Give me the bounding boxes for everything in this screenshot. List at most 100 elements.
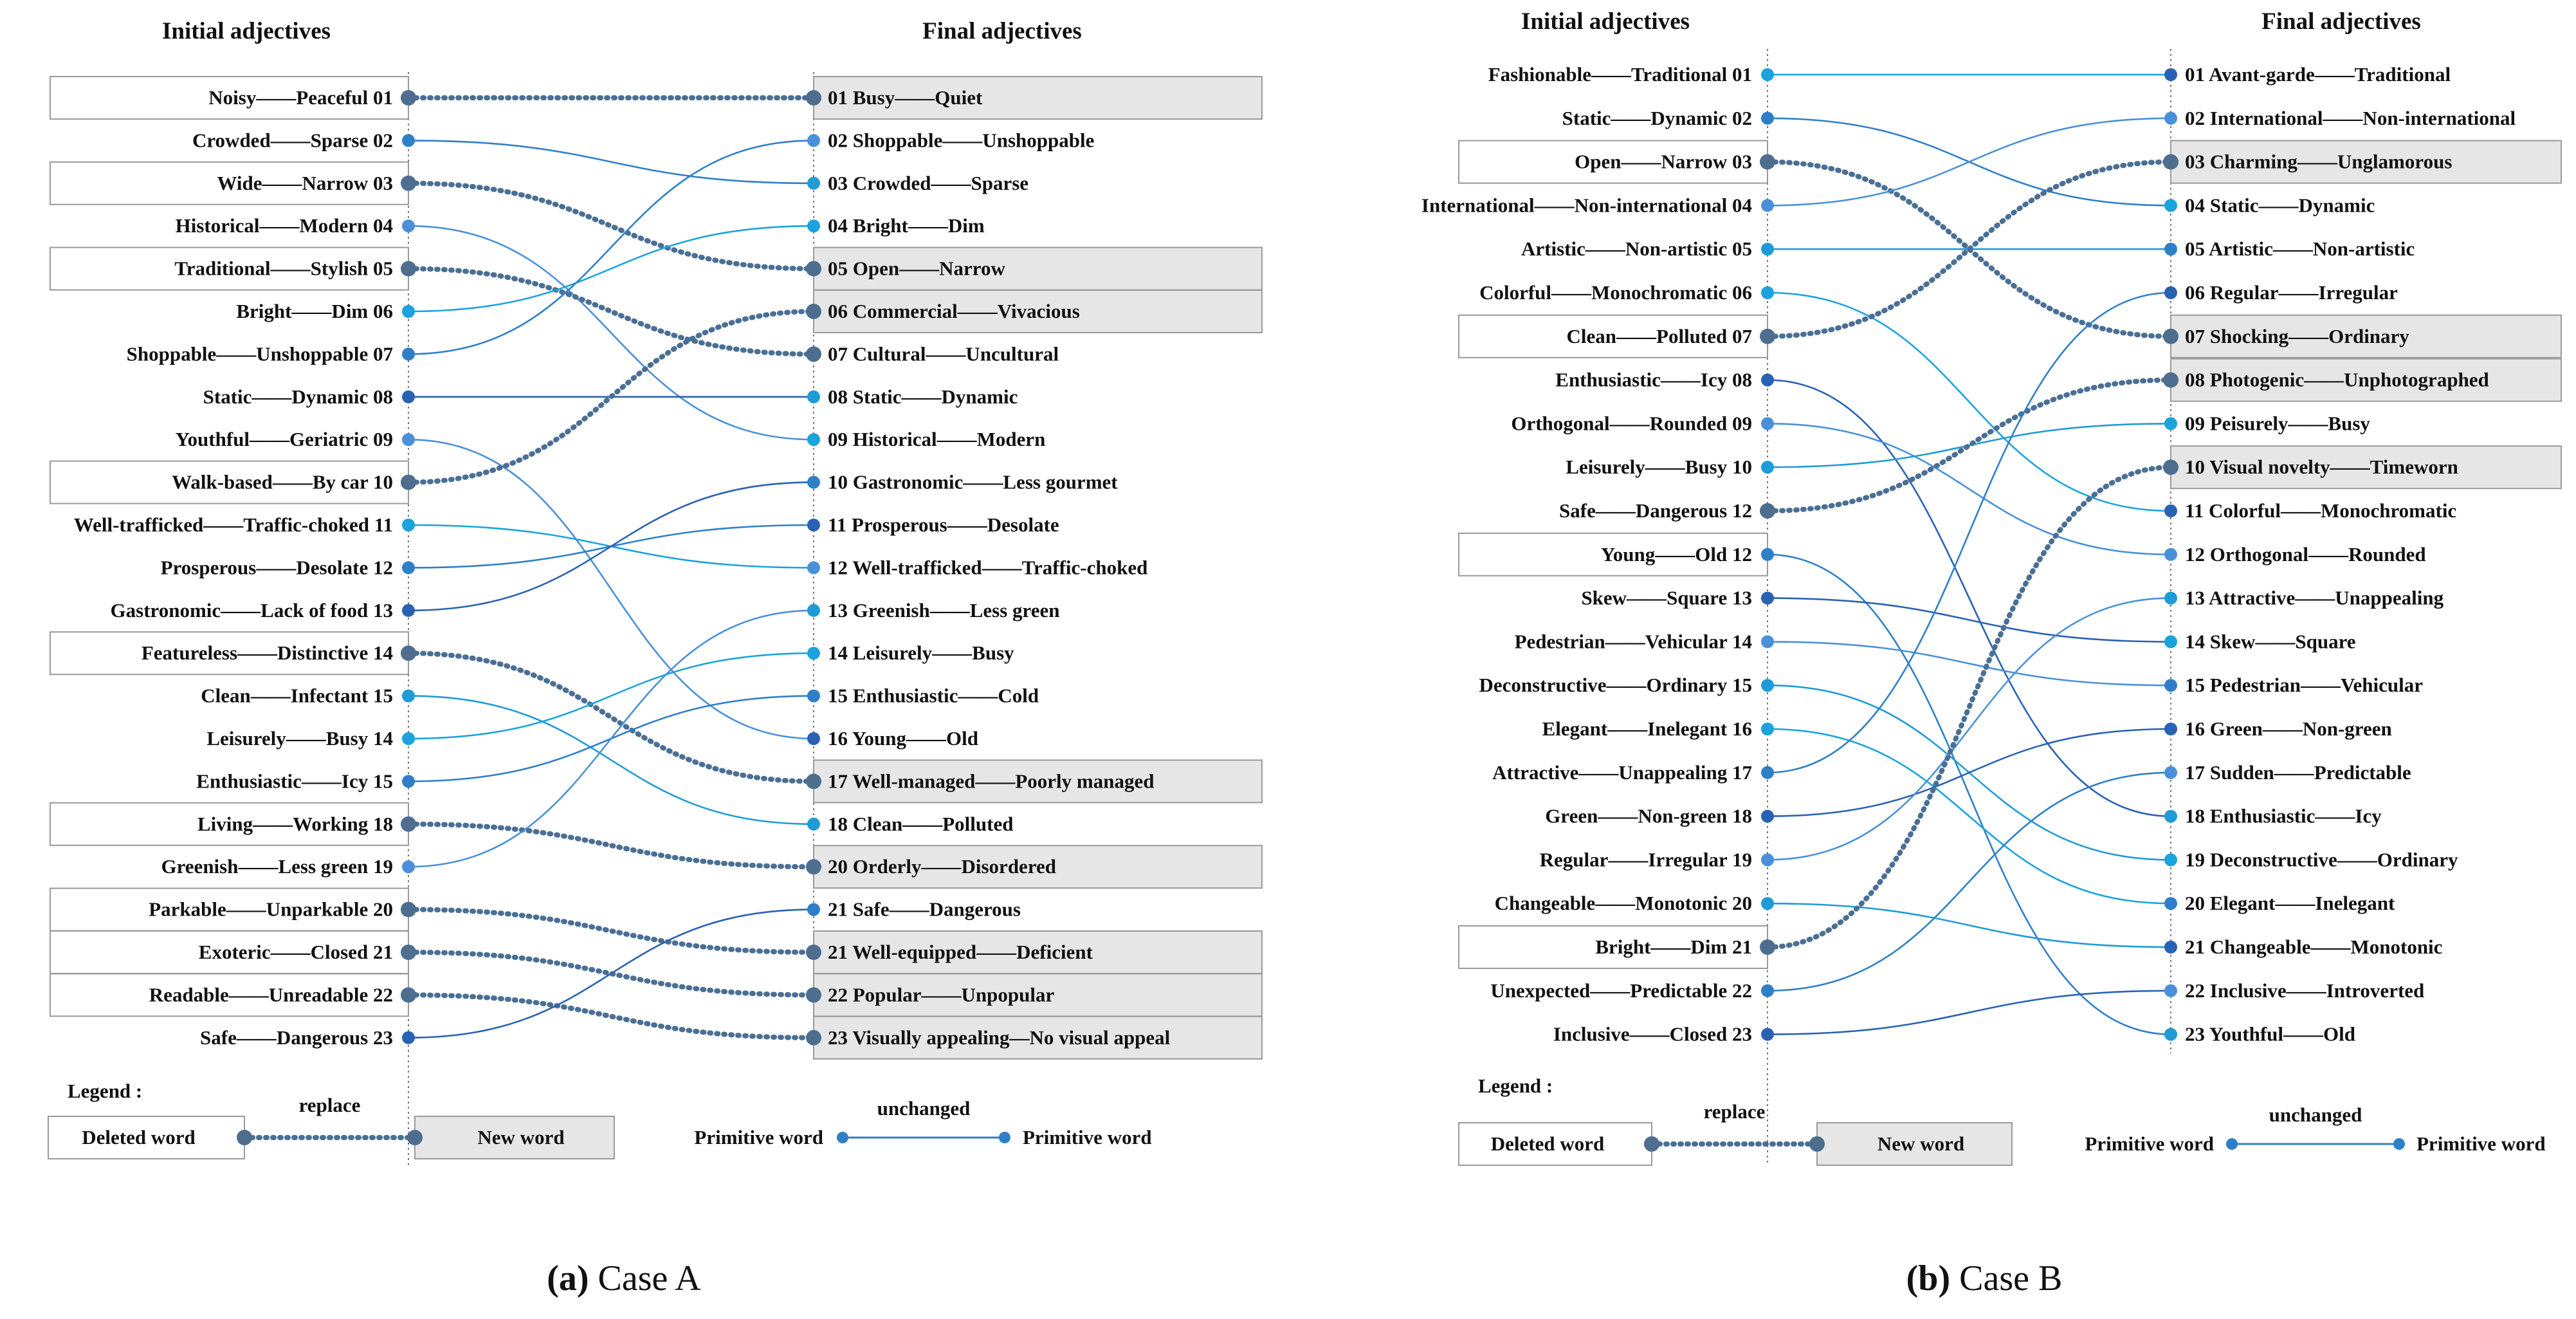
initial-adjective-label: Parkable——Unparkable 20 [149, 898, 393, 921]
replace-link [406, 180, 816, 272]
final-node [2164, 635, 2177, 649]
final-node [807, 689, 820, 703]
final-node [807, 519, 820, 531]
final-adjective-label: 01 Busy——Quiet [828, 86, 983, 109]
final-node [2164, 679, 2177, 692]
final-node [806, 90, 821, 106]
initial-node [1761, 68, 1774, 81]
final-adjective-label: 08 Photogenic——Unphotographed [2185, 369, 2489, 391]
unchanged-link [1767, 423, 2171, 556]
final-node [2164, 853, 2177, 867]
unchanged-link [408, 225, 814, 313]
final-adjective-label: 23 Visually appealing—No visual appeal [828, 1026, 1171, 1049]
replace-link [1765, 465, 2173, 950]
final-adjective-label: 11 Colorful——Monochromatic [2185, 499, 2456, 522]
final-node [2163, 154, 2179, 170]
legend-new-word: New word [1877, 1132, 1964, 1155]
final-node [2164, 766, 2177, 779]
final-adjective-label: 17 Sudden——Predictable [2185, 761, 2411, 784]
unchanged-link [1767, 771, 2171, 992]
final-node [807, 390, 820, 403]
caption-letter: (b) [1906, 1259, 1950, 1298]
replace-link [406, 821, 816, 870]
initial-node [402, 775, 415, 788]
initial-node [401, 261, 416, 277]
final-adjective-label: 09 Historical——Modern [828, 428, 1045, 450]
final-adjective-label: 05 Open——Narrow [828, 257, 1005, 280]
unchanged-link [408, 609, 814, 868]
legend-unchanged-dot-start [2226, 1138, 2238, 1150]
initial-node [1761, 723, 1774, 735]
final-node [2164, 286, 2177, 299]
legend-unchanged-dot-end [2393, 1138, 2405, 1150]
deleted-word-box [1458, 314, 1768, 358]
initial-adjective-label: Fashionable——Traditional 01 [1488, 63, 1752, 86]
initial-adjective-label: Regular——Irregular 19 [1540, 848, 1752, 871]
final-adjective-label: 20 Elegant——Inelegant [2185, 892, 2395, 914]
caption-letter: (a) [547, 1259, 589, 1298]
final-adjective-label: 18 Enthusiastic——Icy [2185, 805, 2382, 827]
unchanged-link [408, 652, 814, 740]
deleted-word-box [50, 161, 409, 205]
legend-replace-dot-start [1644, 1136, 1659, 1152]
final-node [2164, 548, 2177, 561]
legend-deleted-box [1458, 1122, 1652, 1166]
final-adjective-label: 15 Pedestrian——Vehicular [2185, 674, 2423, 696]
deleted-word-box [50, 887, 409, 932]
initial-adjective-label: Clean——Infectant 15 [201, 685, 393, 707]
final-node [807, 134, 820, 147]
caption-text: Case B [1950, 1259, 2062, 1298]
final-adjective-label: 22 Popular——Unpopular [828, 983, 1055, 1006]
final-node [2164, 984, 2177, 997]
initial-adjective-label: Historical——Modern 04 [176, 214, 393, 237]
initial-node [1761, 417, 1774, 430]
unchanged-link [1767, 597, 2171, 643]
final-adjective-label: 02 Shoppable——Unshoppable [828, 129, 1094, 151]
initial-adjective-label: Deconstructive——Ordinary 15 [1479, 674, 1752, 696]
panel-caption: (b) Case B [1906, 1259, 2063, 1298]
deleted-word-box [1458, 925, 1768, 969]
final-adjective-label: 07 Cultural——Uncultural [828, 342, 1059, 365]
final-adjective-label: 04 Bright——Dim [828, 214, 985, 237]
initial-node [1761, 373, 1774, 387]
new-word-box [2170, 358, 2562, 402]
initial-node [1761, 111, 1774, 125]
initial-node [1761, 679, 1774, 692]
initial-adjective-label: Static——Dynamic 02 [1562, 107, 1752, 129]
replace-link [406, 650, 816, 784]
initial-adjective-label: Attractive——Unappealing 17 [1492, 761, 1752, 784]
final-node [807, 219, 820, 233]
initial-node [1761, 286, 1774, 299]
final-adjective-label: 20 Orderly——Disordered [828, 855, 1056, 878]
initial-node [401, 645, 416, 661]
unchanged-link [1767, 291, 2171, 774]
initial-node [402, 347, 415, 361]
legend-deleted-box [48, 1116, 245, 1159]
final-node [2164, 723, 2177, 735]
new-word-box [813, 930, 1263, 974]
final-adjective-label: 14 Leisurely——Busy [828, 641, 1014, 664]
final-node [806, 304, 821, 319]
unchanged-link [1767, 291, 2171, 512]
initial-adjective-label: International——Non-international 04 [1421, 194, 1752, 216]
final-adjective-label: 03 Crowded——Sparse [828, 172, 1028, 194]
initial-adjective-label: Greenish——Less green 19 [161, 855, 393, 878]
final-node [807, 817, 820, 831]
initial-adjective-label: Young——Old 12 [1601, 543, 1752, 566]
final-adjective-label: 12 Well-trafficked——Traffic-choked [828, 556, 1147, 578]
initial-adjective-label: Leisurely——Busy 14 [206, 727, 393, 750]
legend-deleted-word: Deleted word [82, 1126, 195, 1148]
final-node [2164, 199, 2177, 212]
initial-adjective-label: Enthusiastic——Icy 15 [196, 770, 393, 792]
final-node [807, 475, 820, 489]
initial-adjective-label: Inclusive——Closed 23 [1553, 1023, 1752, 1046]
initial-node [1761, 243, 1774, 256]
legend-new-box [414, 1116, 615, 1159]
legend-unchanged-dot-start [837, 1132, 848, 1143]
initial-adjective-label: Exoteric——Closed 21 [199, 941, 393, 963]
initial-adjective-label: Leisurely——Busy 10 [1566, 456, 1752, 478]
final-node [2164, 897, 2177, 910]
new-word-box [813, 246, 1263, 291]
final-node [2164, 243, 2177, 256]
initial-node [401, 987, 416, 1003]
